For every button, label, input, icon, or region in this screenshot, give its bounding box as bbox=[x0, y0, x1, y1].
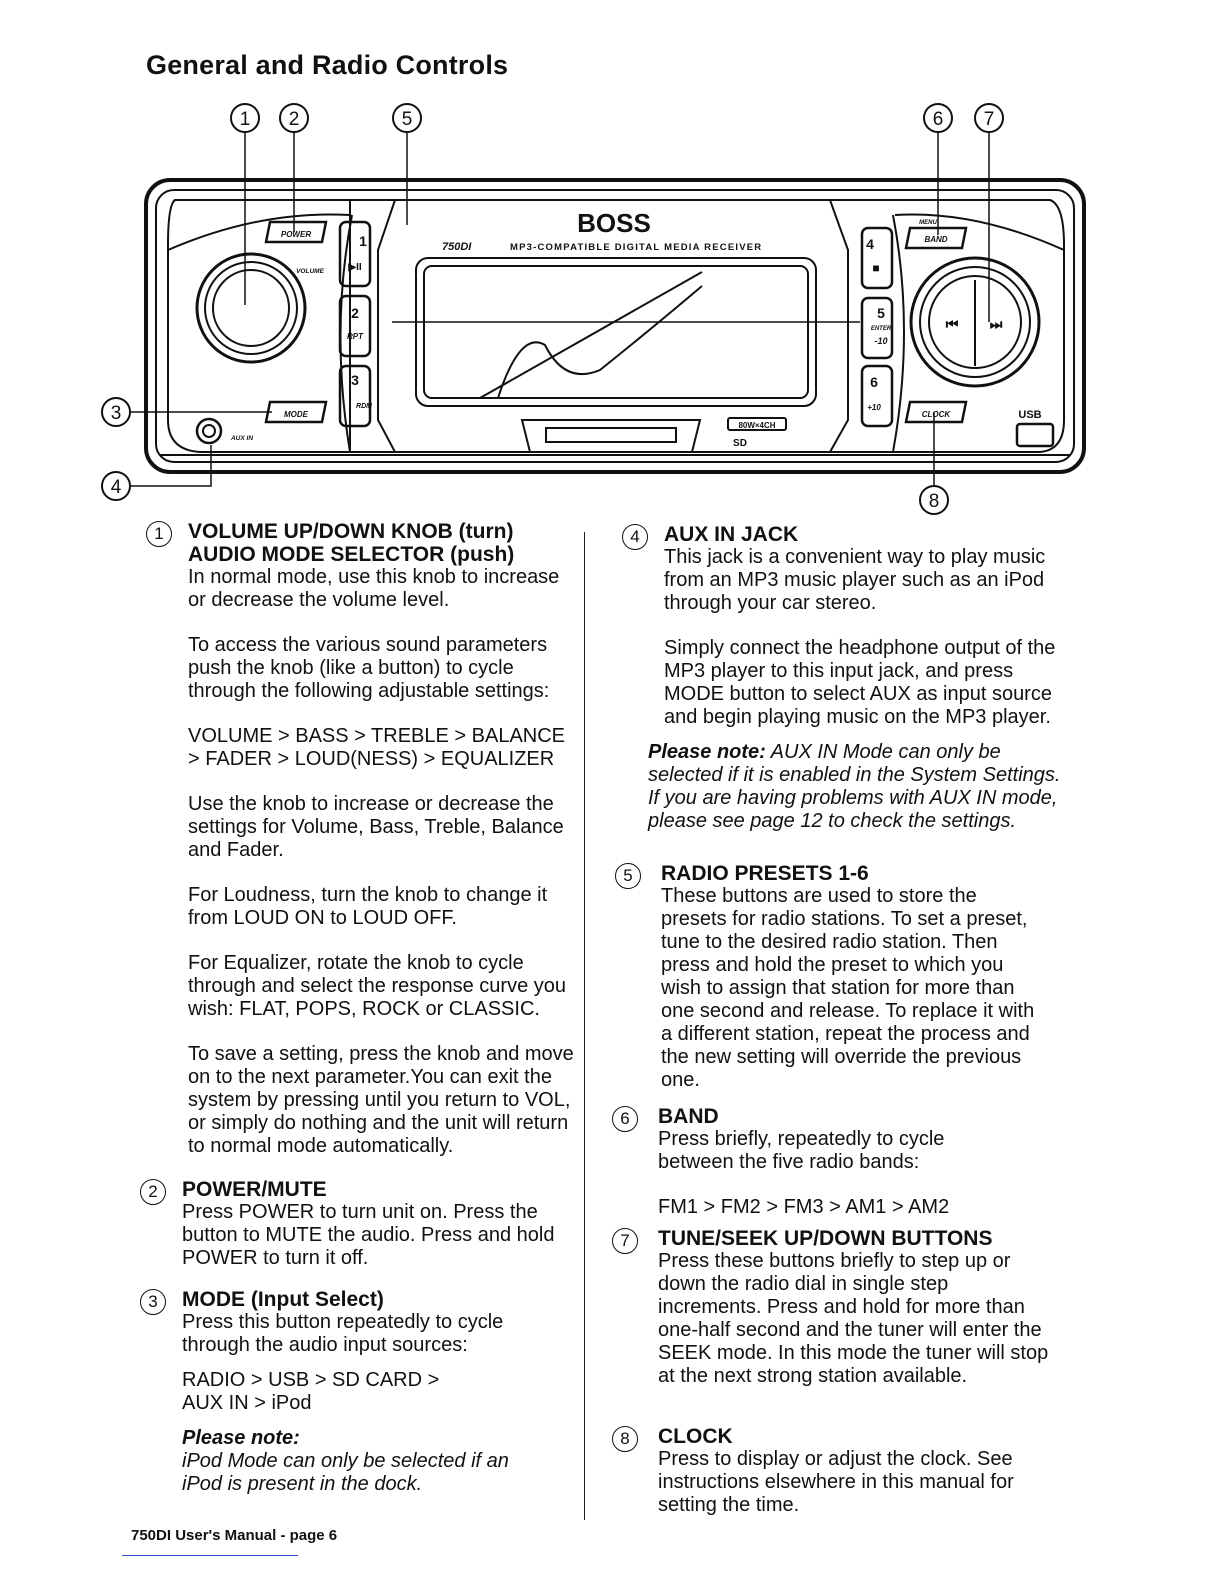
section-number: 5 bbox=[615, 863, 641, 889]
section-paragraph: These buttons are used to store the pres… bbox=[661, 885, 1035, 1091]
section-paragraph: Use the knob to increase or decrease the… bbox=[188, 793, 564, 861]
prev-track-label: ⏮ bbox=[946, 316, 959, 332]
section-number: 1 bbox=[146, 521, 172, 547]
section-paragraph: This jack is a convenient way to play mu… bbox=[664, 546, 1046, 614]
section-radio-presets: 5 RADIO PRESETS 1-6 These buttons are us… bbox=[615, 862, 1075, 1092]
section-paragraph: RADIO > USB > SD CARD > AUX IN > iPod bbox=[182, 1369, 440, 1414]
callout-7: 7 bbox=[984, 109, 995, 130]
play-pause-label: ▶II bbox=[347, 262, 361, 273]
section-paragraph: Press these buttons briefly to step up o… bbox=[658, 1250, 1049, 1387]
preset-1-label: 1 bbox=[359, 233, 367, 249]
section-heading: RADIO PRESETS 1-6 bbox=[661, 862, 869, 885]
preset-6-label: 6 bbox=[870, 374, 878, 390]
model-label: 750DI bbox=[442, 241, 472, 253]
section-number: 7 bbox=[612, 1228, 638, 1254]
rpt-label: RPT bbox=[347, 332, 364, 341]
section-paragraph: For Loudness, turn the knob to change it… bbox=[188, 884, 548, 929]
enter-label: ENTER bbox=[871, 326, 892, 332]
note-label: Please note: bbox=[182, 1427, 300, 1449]
section-heading: POWER/MUTE bbox=[182, 1178, 327, 1201]
section-paragraph: Press this button repeatedly to cycle th… bbox=[182, 1311, 504, 1356]
minus-10-label: -10 bbox=[874, 336, 887, 346]
section-paragraph: To save a setting, press the knob and mo… bbox=[188, 1043, 574, 1157]
preset-3-label: 3 bbox=[351, 372, 359, 388]
section-number: 6 bbox=[612, 1106, 638, 1132]
power-button-label: POWER bbox=[281, 230, 311, 239]
rdm-label: RDM bbox=[356, 403, 372, 410]
brand-logo: BOSS bbox=[577, 208, 651, 238]
section-aux-in-jack: 4 AUX IN JACK This jack is a convenient … bbox=[622, 523, 1082, 833]
callout-6: 6 bbox=[933, 109, 944, 130]
section-heading: MODE (Input Select) bbox=[182, 1288, 384, 1311]
section-number: 3 bbox=[140, 1289, 166, 1315]
section-paragraph: In normal mode, use this knob to increas… bbox=[188, 566, 560, 611]
front-panel-diagram: 1 2 3 4 5 6 7 8 BOSS 750DI MP3-COMPATIBL… bbox=[101, 103, 1086, 515]
section-mode: 3 MODE (Input Select) Press this button … bbox=[140, 1288, 578, 1496]
next-track-label: ⏭ bbox=[990, 316, 1003, 332]
volume-label: VOLUME bbox=[296, 268, 324, 275]
section-clock: 8 CLOCK Press to display or adjust the c… bbox=[612, 1425, 1072, 1517]
usb-label: USB bbox=[1018, 409, 1041, 421]
callout-4: 4 bbox=[111, 477, 122, 498]
callout-5: 5 bbox=[402, 109, 413, 130]
menu-label: MENU bbox=[919, 220, 937, 226]
power-badge-label: 80W×4CH bbox=[738, 421, 775, 430]
page-footer: 750DI User's Manual - page 6 bbox=[131, 1527, 338, 1544]
section-heading: CLOCK bbox=[658, 1425, 733, 1448]
band-button-label: BAND bbox=[924, 235, 947, 244]
clock-button-label: CLOCK bbox=[922, 410, 952, 419]
section-paragraph: Simply connect the headphone output of t… bbox=[664, 637, 1056, 728]
callout-8: 8 bbox=[929, 491, 940, 512]
section-tune-seek: 7 TUNE/SEEK UP/DOWN BUTTONS Press these … bbox=[612, 1227, 1072, 1388]
section-heading: AUX IN JACK bbox=[664, 523, 799, 546]
section-paragraph: Press briefly, repeatedly to cycle betwe… bbox=[658, 1128, 945, 1173]
section-paragraph: VOLUME > BASS > TREBLE > BALANCE > FADER… bbox=[188, 725, 566, 770]
mode-button-label: MODE bbox=[284, 410, 309, 419]
section-number: 2 bbox=[140, 1179, 166, 1205]
preset-5-label: 5 bbox=[877, 305, 885, 321]
preset-4-label: 4 bbox=[866, 236, 874, 252]
note-text: iPod Mode can only be selected if an iPo… bbox=[182, 1450, 509, 1495]
section-heading: BAND bbox=[658, 1105, 719, 1128]
callout-3: 3 bbox=[111, 403, 122, 424]
footer-rule bbox=[122, 1555, 298, 1556]
section-paragraph: For Equalizer, rotate the knob to cycle … bbox=[188, 952, 567, 1020]
section-heading: VOLUME UP/DOWN KNOB (turn) bbox=[188, 520, 514, 543]
section-number: 4 bbox=[622, 524, 648, 550]
page-title: General and Radio Controls bbox=[146, 50, 509, 80]
section-heading: AUDIO MODE SELECTOR (push) bbox=[188, 543, 515, 566]
aux-in-label: AUX IN bbox=[230, 435, 253, 442]
section-band: 6 BAND Press briefly, repeatedly to cycl… bbox=[612, 1105, 1072, 1219]
plus-10-label: +10 bbox=[867, 403, 881, 412]
section-power-mute: 2 POWER/MUTE Press POWER to turn unit on… bbox=[140, 1178, 578, 1270]
section-heading: TUNE/SEEK UP/DOWN BUTTONS bbox=[658, 1227, 993, 1250]
column-divider bbox=[584, 532, 585, 1520]
note-text: Please note: AUX IN Mode can only be sel… bbox=[648, 741, 1061, 832]
section-paragraph: FM1 > FM2 > FM3 > AM1 > AM2 bbox=[658, 1196, 950, 1218]
stop-label: ■ bbox=[872, 261, 879, 275]
sd-label: SD bbox=[733, 438, 747, 449]
tagline-label: MP3-COMPATIBLE DIGITAL MEDIA RECEIVER bbox=[510, 242, 762, 253]
section-volume-knob: 1 VOLUME UP/DOWN KNOB (turn) AUDIO MODE … bbox=[146, 520, 578, 1158]
preset-2-label: 2 bbox=[351, 305, 359, 321]
callout-1: 1 bbox=[240, 109, 251, 130]
section-paragraph: To access the various sound parameters p… bbox=[188, 634, 550, 702]
section-paragraph: Press POWER to turn unit on. Press the b… bbox=[182, 1201, 555, 1269]
section-paragraph: Press to display or adjust the clock. Se… bbox=[658, 1448, 1014, 1516]
section-number: 8 bbox=[612, 1426, 638, 1452]
callout-2: 2 bbox=[289, 109, 300, 130]
